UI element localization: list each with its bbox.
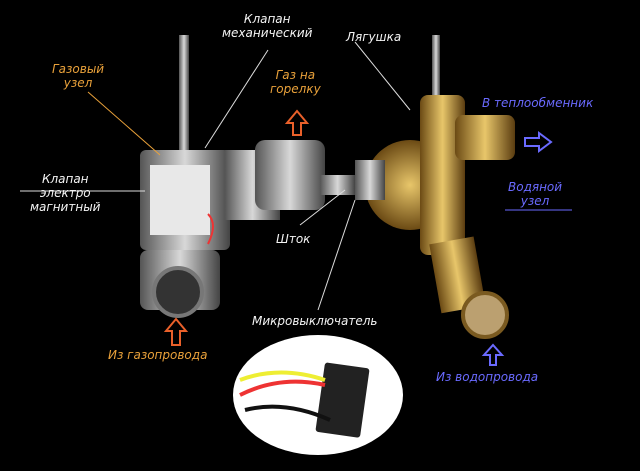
label-from-water-line: Из водопровода	[436, 370, 539, 384]
label-rod: Шток	[276, 232, 311, 246]
water-inlet-arrow	[481, 343, 505, 366]
heat-exchanger-arrow	[524, 131, 553, 153]
label-to-heat-exchanger: В теплообменник	[482, 96, 594, 110]
water-inlet	[461, 291, 509, 339]
label-frog: Лягушка	[346, 30, 402, 44]
label-microswitch: Микровыключатель	[252, 314, 378, 328]
gas-inlet-arrow	[163, 317, 189, 346]
water-unit	[355, 35, 515, 339]
mech-valve-rod	[179, 35, 189, 155]
gas-unit	[140, 35, 355, 318]
leader-lines	[20, 41, 572, 311]
microswitch-inset	[233, 335, 403, 455]
label-from-gas-line: Из газопровода	[108, 348, 208, 362]
gas-inlet	[152, 266, 204, 318]
gas-burner-arrow	[284, 109, 310, 136]
